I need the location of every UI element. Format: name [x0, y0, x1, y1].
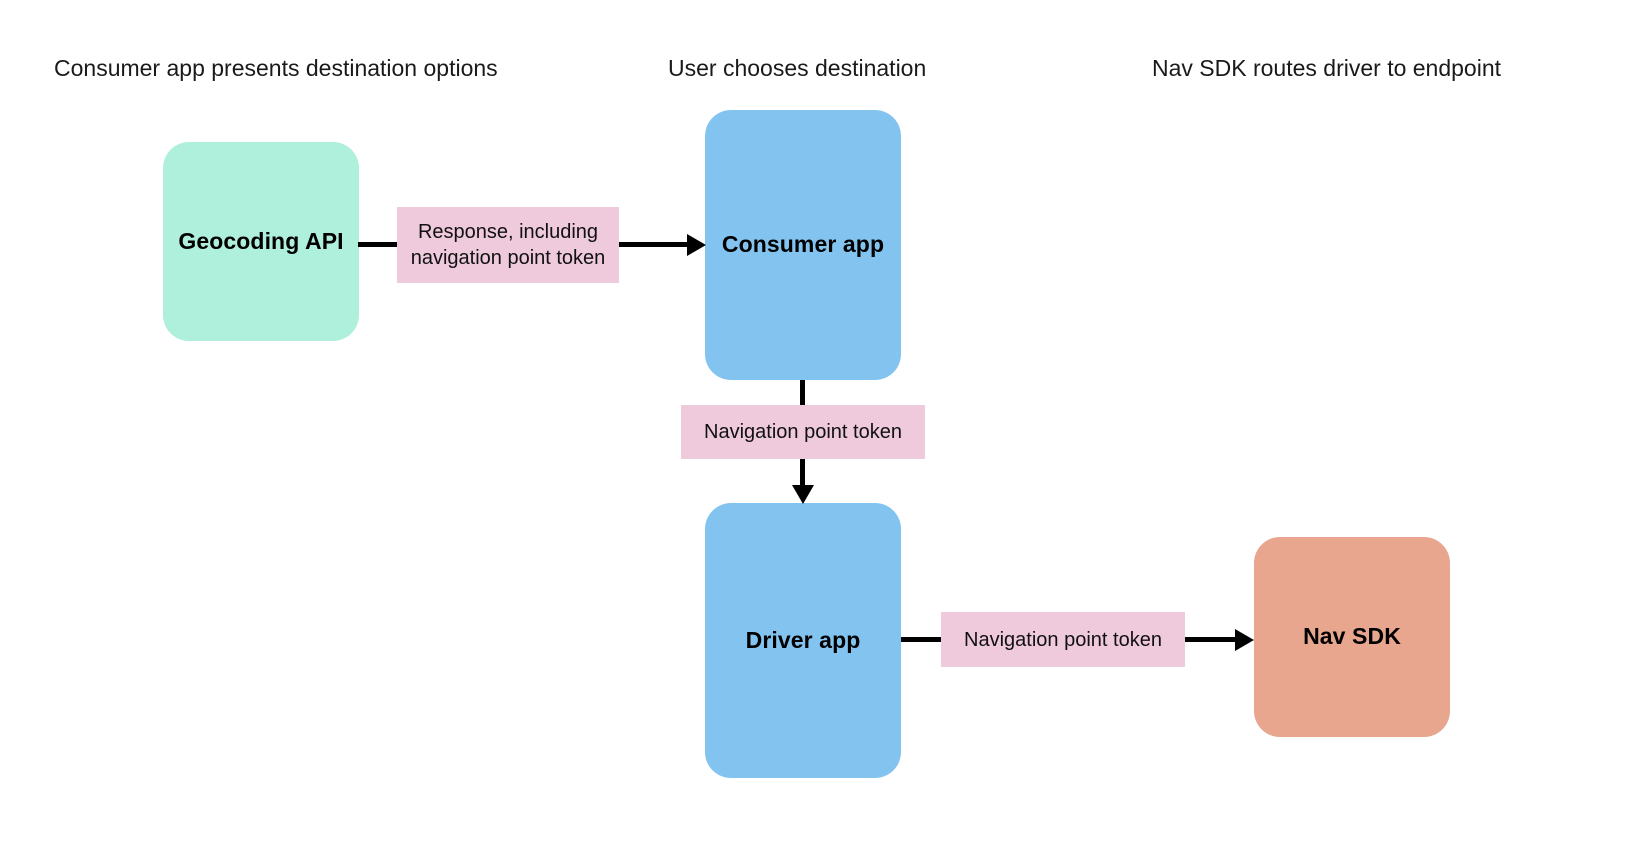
node-consumer-app[interactable]: Consumer app — [705, 110, 901, 380]
edge-geocoding-to-consumer-line-right — [619, 242, 689, 247]
edge-label-navigation-point-token-vertical-text: Navigation point token — [704, 421, 902, 443]
node-geocoding-api[interactable]: Geocoding API — [163, 142, 359, 341]
column-header-user-chooses-destination: User chooses destination — [668, 55, 927, 81]
edge-label-navigation-point-token-horizontal: Navigation point token — [941, 612, 1185, 667]
arrowhead-right-icon-consumer-app — [687, 233, 706, 256]
edge-label-navigation-point-token-vertical: Navigation point token — [681, 405, 925, 459]
edge-label-response-including-navigation-point-token: Response, including navigation point tok… — [397, 207, 619, 283]
edge-consumer-to-driver-line-bottom — [800, 459, 805, 487]
edge-label-response-text: Response, including navigation point tok… — [410, 221, 606, 269]
node-geocoding-api-label: Geocoding API — [178, 227, 344, 254]
node-driver-app-label: Driver app — [745, 626, 861, 653]
edge-geocoding-to-consumer-line-left — [358, 242, 400, 247]
edge-label-navigation-point-token-horizontal-text: Navigation point token — [964, 628, 1162, 651]
arrowhead-down-icon-driver-app — [791, 485, 814, 504]
arrowhead-right-icon-nav-sdk — [1235, 628, 1254, 651]
node-nav-sdk-label: Nav SDK — [1303, 623, 1401, 650]
node-consumer-app-label: Consumer app — [721, 231, 885, 258]
edge-driver-to-navsdk-line-left — [901, 637, 944, 642]
column-header-nav-sdk-routes-driver: Nav SDK routes driver to endpoint — [1152, 55, 1502, 81]
column-header-consumer-app-presents: Consumer app presents destination option… — [54, 55, 498, 81]
edge-driver-to-navsdk-line-right — [1185, 637, 1237, 642]
node-driver-app[interactable]: Driver app — [705, 503, 901, 778]
node-nav-sdk[interactable]: Nav SDK — [1254, 537, 1450, 737]
edge-consumer-to-driver-line-top — [800, 380, 805, 408]
